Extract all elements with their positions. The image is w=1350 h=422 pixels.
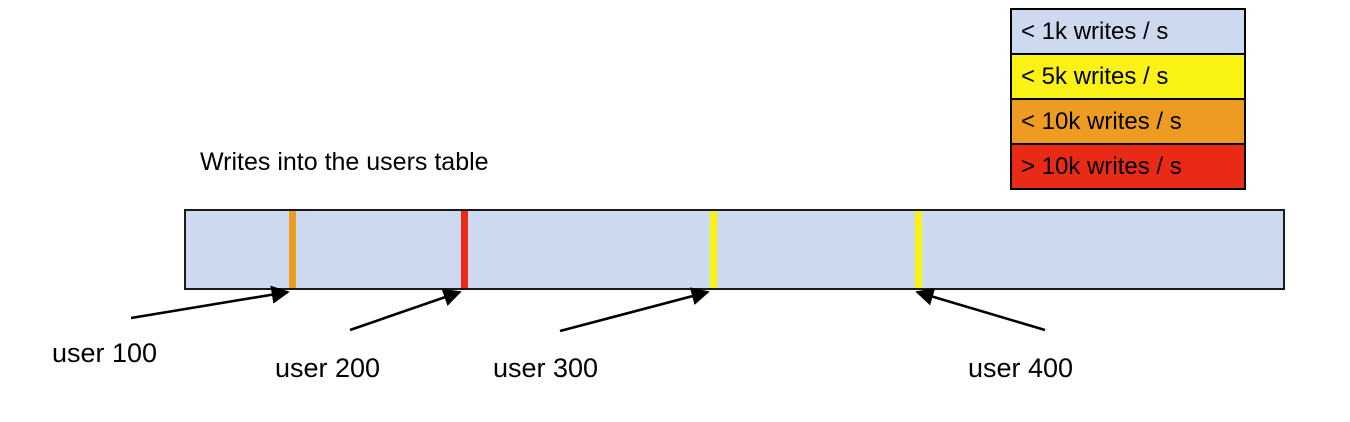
marker-user-400: [915, 211, 922, 288]
arrow-user-200: [349, 288, 462, 332]
annotation-label-user-100: user 100: [52, 338, 158, 368]
annotation-label-user-200: user 200: [275, 353, 381, 383]
marker-user-300: [710, 211, 717, 288]
arrow-user-100: [130, 285, 290, 320]
annotation-label-user-300: user 300: [493, 353, 599, 383]
legend-label-under-5k: < 5k writes / s: [1021, 62, 1169, 90]
legend-row-under-10k: < 10k writes / s: [1012, 100, 1244, 145]
legend-row-under-5k: < 5k writes / s: [1012, 55, 1244, 100]
arrow-user-300: [559, 287, 710, 333]
arrow-user-400: [915, 287, 1046, 332]
users-table-keyrange-bar: [184, 209, 1285, 290]
legend-label-over-10k: > 10k writes / s: [1021, 152, 1182, 180]
annotation-label-user-400: user 400: [968, 353, 1074, 383]
legend-row-over-10k: > 10k writes / s: [1012, 145, 1244, 188]
marker-user-100: [289, 211, 296, 288]
legend-label-under-1k: < 1k writes / s: [1021, 17, 1169, 45]
chart-title: Writes into the users table: [200, 148, 489, 176]
write-rate-legend: < 1k writes / s < 5k writes / s < 10k wr…: [1010, 8, 1246, 190]
legend-label-under-10k: < 10k writes / s: [1021, 107, 1182, 135]
marker-user-200: [461, 211, 468, 288]
legend-row-under-1k: < 1k writes / s: [1012, 10, 1244, 55]
